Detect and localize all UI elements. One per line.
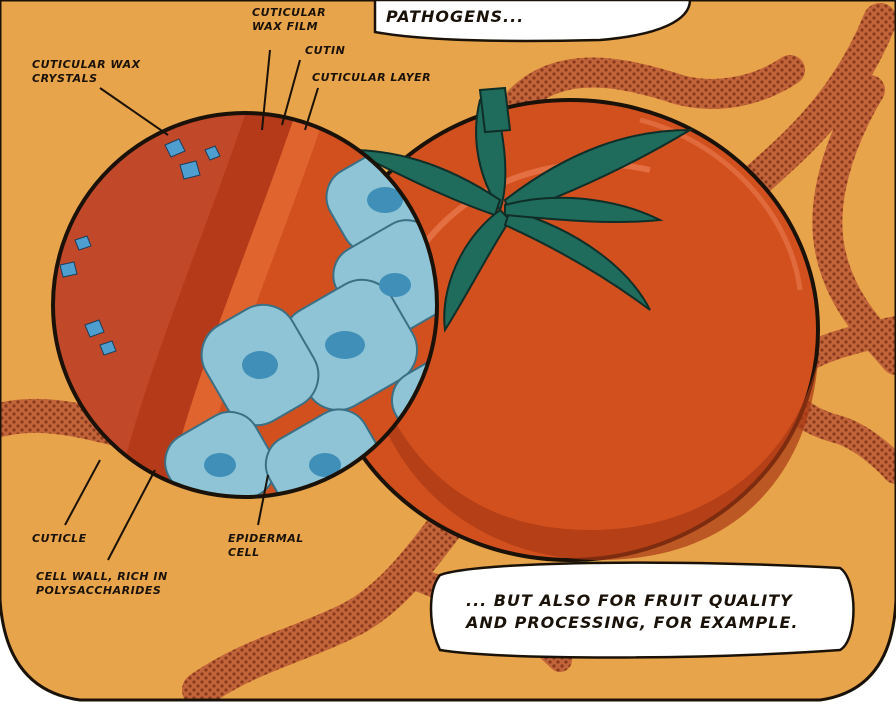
label-epidermal-cell: EPIDERMAL CELL: [228, 532, 304, 560]
label-line: CELL: [228, 546, 304, 560]
bubble-line: ... BUT ALSO FOR FRUIT QUALITY: [466, 590, 798, 612]
bubble-line: AND PROCESSING, FOR EXAMPLE.: [466, 612, 798, 634]
label-cuticle: CUTICLE: [32, 532, 87, 546]
label-line: CELL WALL, RICH IN: [36, 570, 168, 584]
label-cuticular-layer: CUTICULAR LAYER: [312, 71, 431, 85]
bottom-bubble-text: ... BUT ALSO FOR FRUIT QUALITY AND PROCE…: [466, 590, 798, 634]
label-cutin: CUTIN: [305, 44, 345, 58]
label-cuticular-wax-film: CUTICULAR WAX FILM: [252, 6, 326, 34]
label-line: CRYSTALS: [32, 72, 141, 86]
label-line: WAX FILM: [252, 20, 326, 34]
label-cell-wall: CELL WALL, RICH IN POLYSACCHARIDES: [36, 570, 168, 598]
label-line: CUTICULAR WAX: [32, 58, 141, 72]
label-line: POLYSACCHARIDES: [36, 584, 168, 598]
label-line: EPIDERMAL: [228, 532, 304, 546]
label-cuticular-wax-crystals: CUTICULAR WAX CRYSTALS: [32, 58, 141, 86]
label-line: CUTICULAR: [252, 6, 326, 20]
top-bubble-text: PATHOGENS...: [386, 6, 524, 28]
